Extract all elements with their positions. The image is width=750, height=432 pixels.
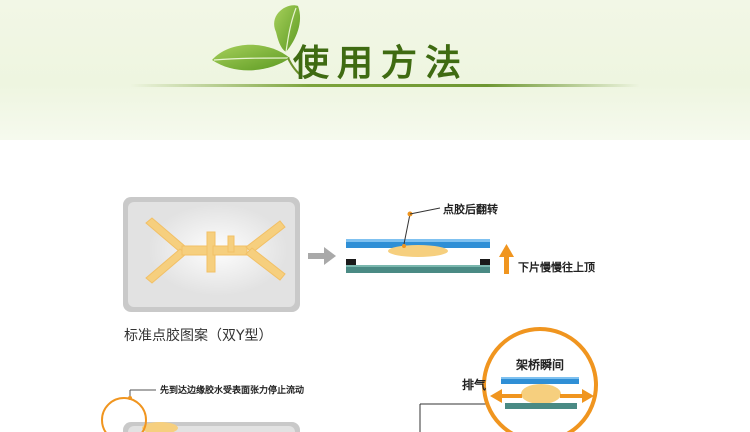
- bridge-moment-label: 架桥瞬间: [516, 358, 565, 372]
- dispense-flip-label: 点胶后翻转: [443, 203, 498, 216]
- header-banner: [0, 0, 750, 140]
- up-arrow-icon: [499, 244, 514, 274]
- lower-push-label: 下片慢慢往上顶: [518, 261, 595, 274]
- exhaust-label: 排气: [462, 378, 487, 392]
- process-arrow-icon: [308, 247, 336, 265]
- leaf-icon: [212, 5, 303, 77]
- page-title: 使用方法: [293, 42, 470, 84]
- flip-diagram: [346, 207, 490, 273]
- edge-stop-note: 先到达边缘胶水受表面张力停止流动: [160, 386, 305, 396]
- header-underline: [130, 84, 640, 87]
- pattern-caption: 标准点胶图案（双Y型）: [124, 328, 273, 344]
- edge-card: [123, 422, 300, 432]
- edge-magnifier-circle: [101, 389, 156, 432]
- bridge-moment-circle: [482, 327, 598, 432]
- double-y-glue-pattern: [145, 217, 286, 284]
